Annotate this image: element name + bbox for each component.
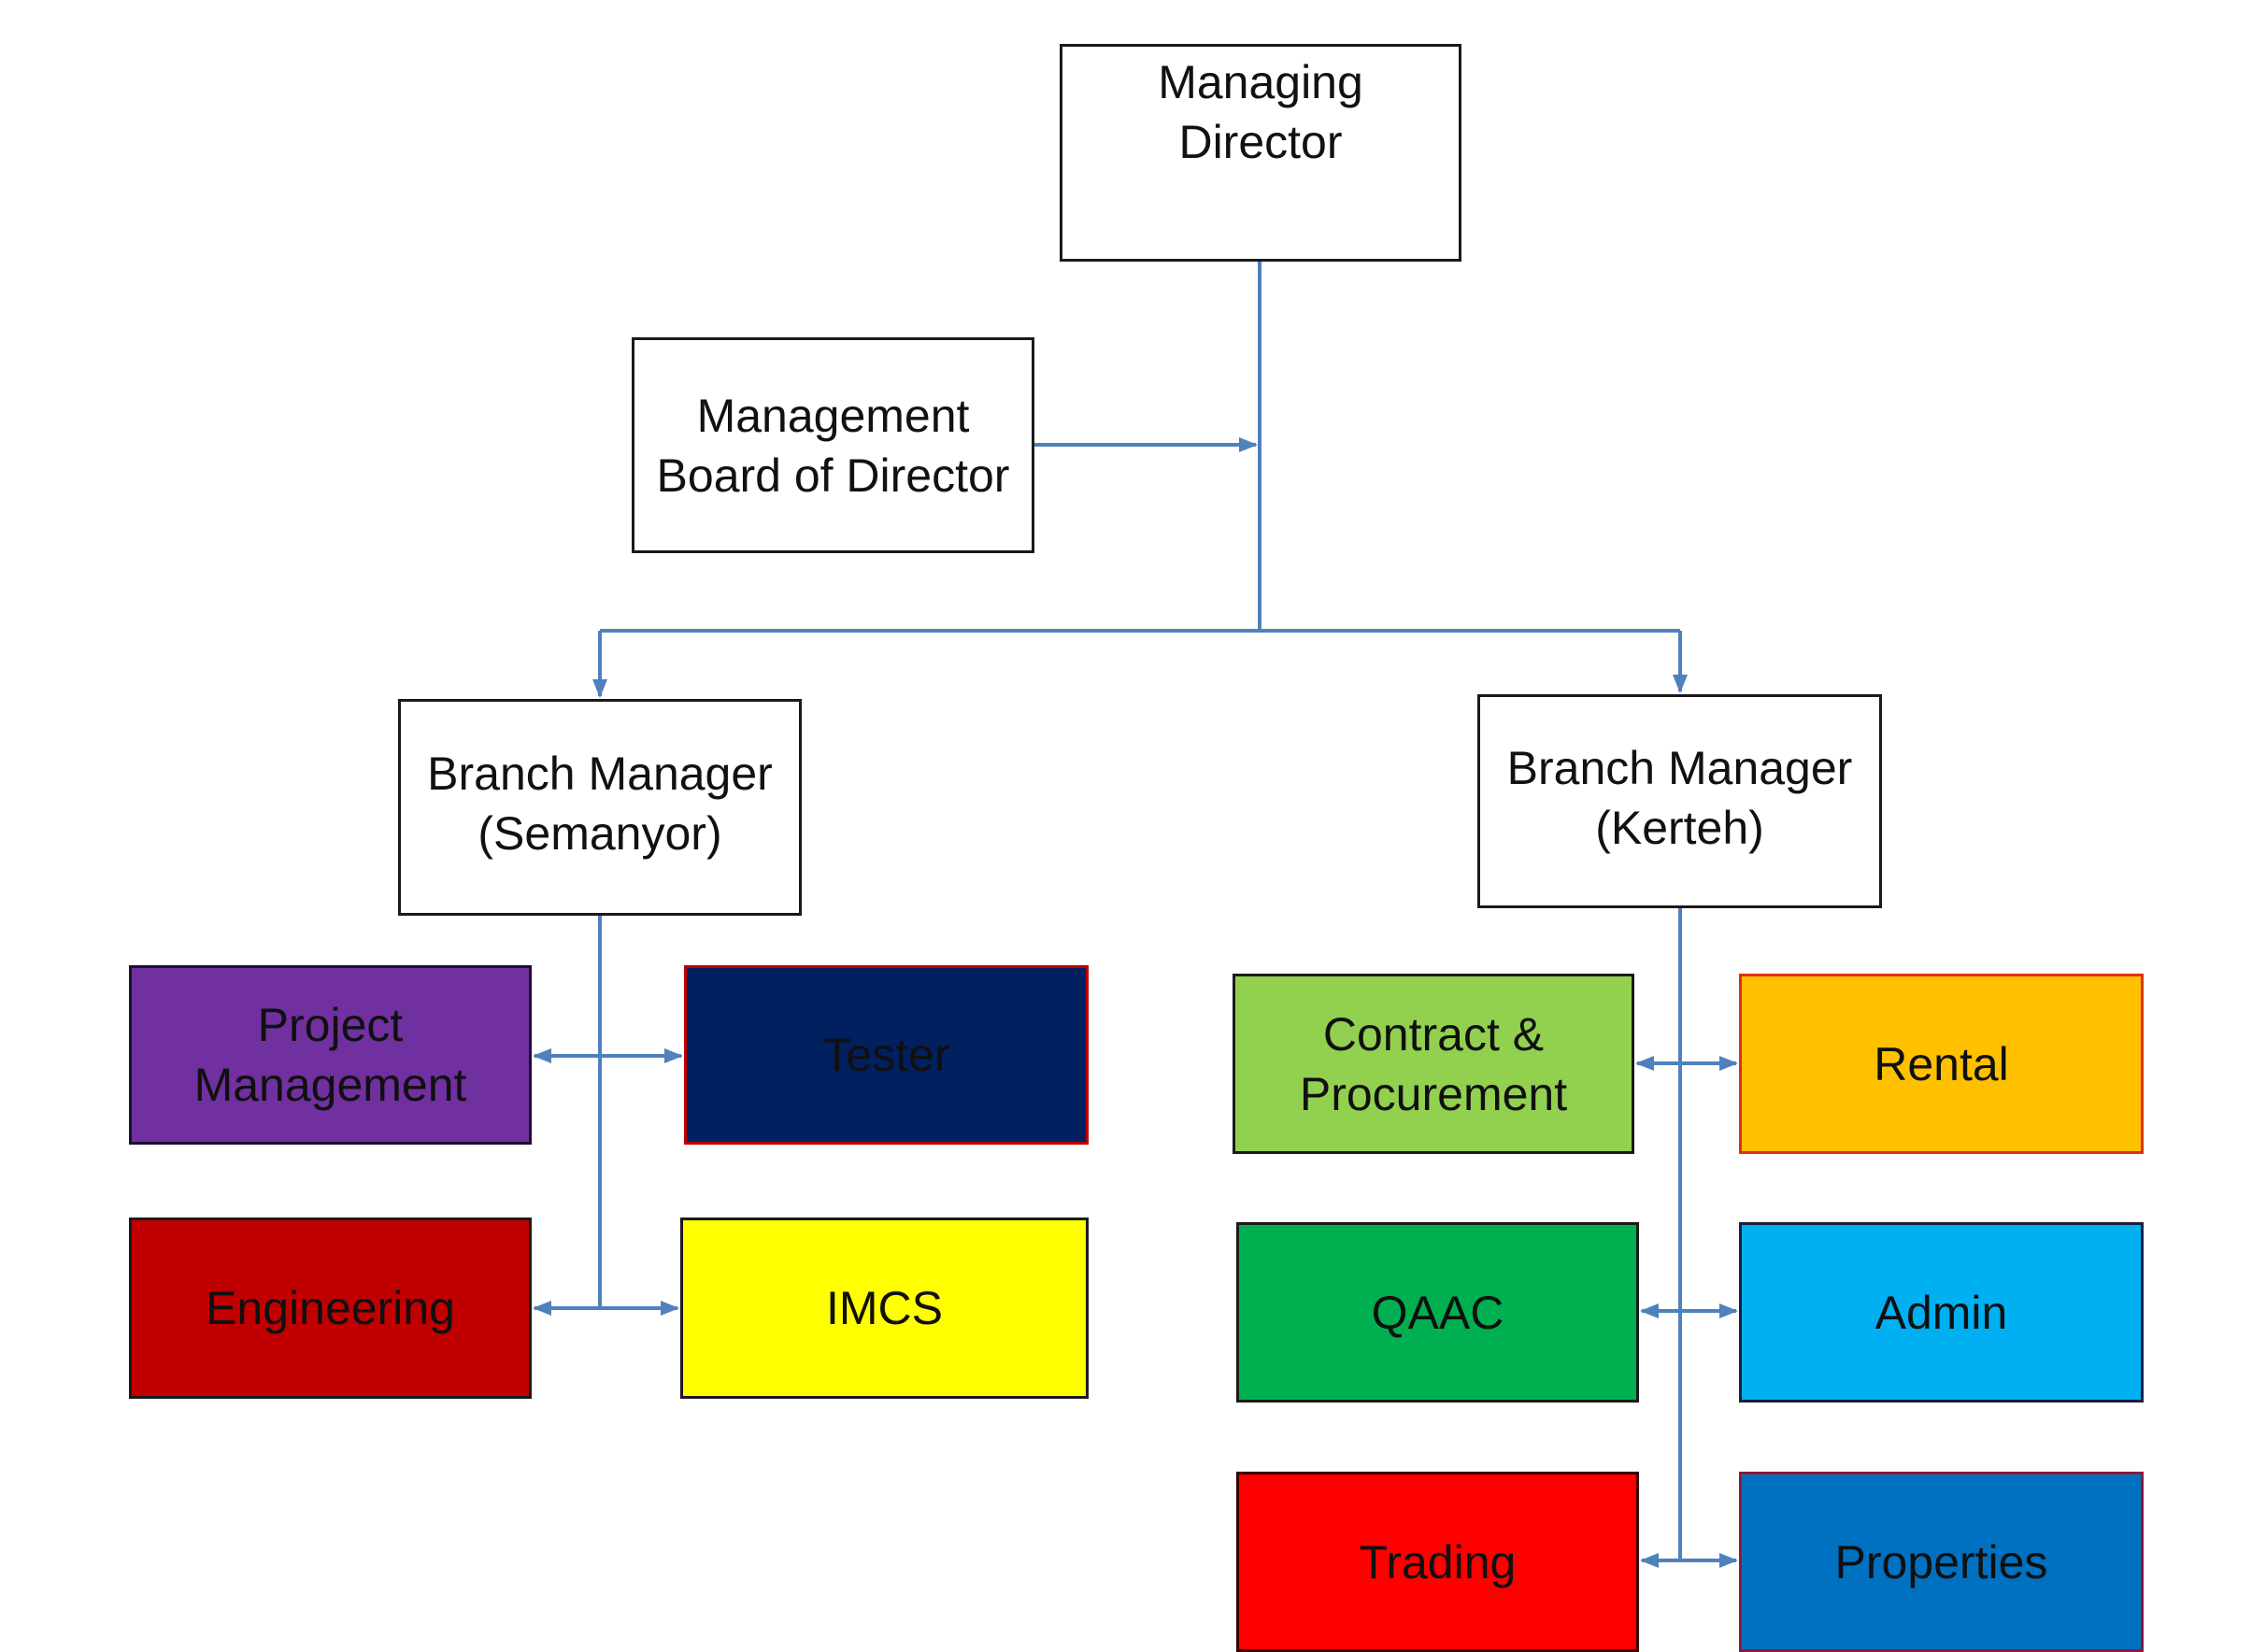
engineering-label: Engineering xyxy=(206,1282,455,1334)
admin-label: Admin xyxy=(1874,1286,2008,1339)
admin-node: Admin xyxy=(1739,1222,2144,1403)
branch-manager-kerteh-label: Branch Manager (Kerteh) xyxy=(1506,741,1853,854)
imcs-node: IMCS xyxy=(680,1218,1089,1399)
properties-node: Properties xyxy=(1739,1472,2144,1652)
tester-node: Tester xyxy=(684,965,1089,1145)
branch-manager-kerteh-node: Branch Manager (Kerteh) xyxy=(1477,694,1882,908)
qaac-label: QAAC xyxy=(1371,1286,1504,1339)
branch-manager-semanyor-label: Branch Manager (Semanyor) xyxy=(427,748,773,860)
project-management-node: Project Management xyxy=(129,965,532,1145)
management-board-node: Management Board of Director xyxy=(632,337,1034,553)
trading-label: Trading xyxy=(1359,1535,1517,1588)
rental-label: Rental xyxy=(1874,1037,2009,1090)
branch-manager-semanyor-node: Branch Manager (Semanyor) xyxy=(398,699,802,916)
managing-director-label: Managing Director xyxy=(1158,55,1363,168)
contract-procurement-node: Contract & Procurement xyxy=(1233,974,1634,1154)
properties-label: Properties xyxy=(1834,1535,2048,1588)
management-board-label: Management Board of Director xyxy=(656,389,1010,502)
managing-director-node: Managing Director xyxy=(1060,44,1461,262)
project-management-label: Project Management xyxy=(193,999,467,1111)
qaac-node: QAAC xyxy=(1236,1222,1639,1403)
imcs-label: IMCS xyxy=(826,1282,943,1334)
engineering-node: Engineering xyxy=(129,1218,532,1399)
tester-label: Tester xyxy=(822,1029,950,1081)
trading-node: Trading xyxy=(1236,1472,1639,1652)
contract-procurement-label: Contract & Procurement xyxy=(1299,1007,1568,1120)
rental-node: Rental xyxy=(1739,974,2144,1154)
